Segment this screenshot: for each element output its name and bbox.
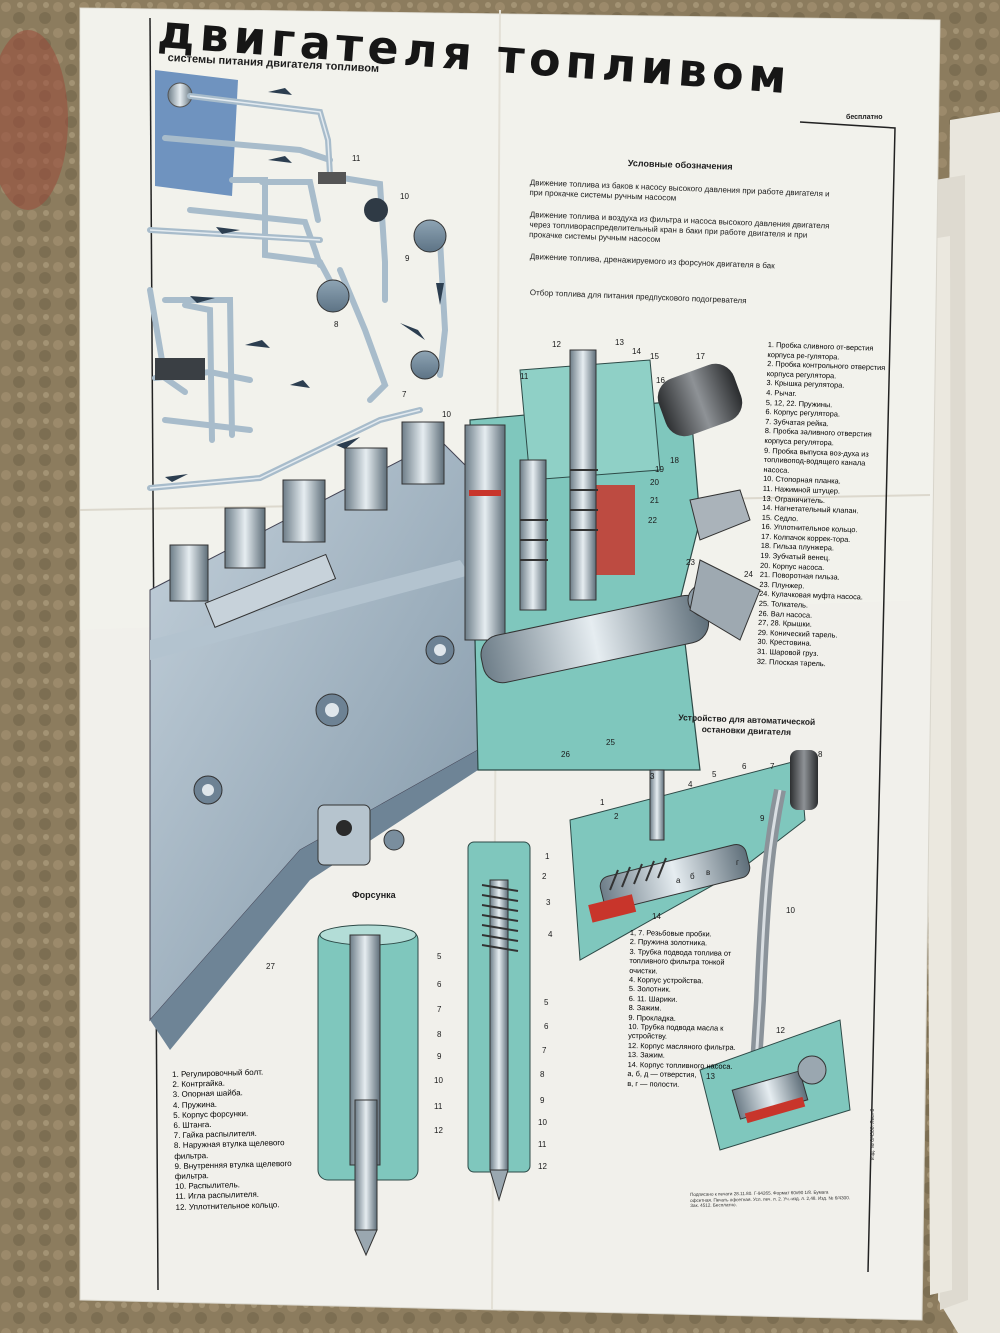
callout-label: 2 [614,812,619,821]
nozzle-parts-list: 1. Регулировочный болт. 2. Контргайка. 3… [172,1067,306,1213]
callout-label: б [690,872,695,881]
price-badge: бесплатно [846,114,883,121]
callout-label: 27 [266,962,275,971]
stop-device-parts-list: 1, 7. Резьбовые пробки. 2. Пружина золот… [627,928,740,1090]
callout-label: 12 [776,1026,785,1035]
callout-label: 12 [552,340,561,349]
callout-label: 13 [706,1072,715,1081]
callout-label: 10 [786,906,795,915]
callout-label: 11 [520,372,529,381]
callout-label: г [736,858,739,867]
parts-item: 9. Пробка выпуска воз-духа из топливопод… [763,445,869,475]
nozzle-title: Форсунка [352,890,396,900]
callout-label: 6 [742,762,747,771]
pump-illustration [149,349,761,1050]
print-imprint: Подписано к печати 28.11.80. Г-94265. Фо… [690,1189,851,1209]
callout-label: 26 [561,750,570,759]
callout-label: 12 [538,1162,547,1171]
callout-label: 10 [538,1118,547,1127]
stop-device-illustration [569,750,851,1151]
nozzle-illustration [317,841,531,1257]
callout-label: 4 [548,930,553,939]
callout-label: 20 [650,478,659,487]
callout-label: 15 [650,352,659,361]
callout-label: 11 [434,1102,443,1111]
callout-label: 3 [650,772,655,781]
callout-label: 2 [542,872,547,881]
callout-label: 5 [437,952,442,961]
callout-label: 7 [542,1046,547,1055]
callout-label: 10 [400,192,409,201]
callout-label: 1 [600,798,605,807]
callout-label: 14 [652,912,661,921]
callout-label: 6 [437,980,442,989]
callout-label: 7 [402,390,407,399]
callout-label: 7 [437,1005,442,1014]
callout-label: 16 [656,376,665,385]
callout-label: а [676,876,681,885]
callout-label: 10 [434,1076,443,1085]
callout-label: 25 [606,738,615,747]
fuel-system-diagram [147,70,449,491]
parts-item: в, г — полости. [627,1078,680,1089]
callout-label: 11 [352,154,361,163]
callout-label: 8 [334,320,339,329]
callout-label: 8 [540,1070,545,1079]
parts-item: 3. Трубка подвода топлива от топливного … [629,946,732,976]
callout-label: 9 [540,1096,545,1105]
callout-label: 3 [546,898,551,907]
callout-label: 5 [544,998,549,1007]
callout-label: 14 [632,347,641,356]
callout-label: 17 [696,352,705,361]
callout-label: 8 [818,750,823,759]
parts-item: 10. Трубка подвода масла к устройству. [628,1022,724,1042]
callout-label: 6 [544,1022,549,1031]
callout-label: 22 [648,516,657,525]
callout-label: 9 [760,814,765,823]
callout-label: 8 [437,1030,442,1039]
callout-label: 5 [712,770,717,779]
callout-label: 21 [650,496,659,505]
edition-code: Изд. № 6/4300. Лист 3 [870,1108,876,1160]
pump-parts-list: 1. Пробка сливного от-верстия корпуса ре… [757,340,888,670]
callout-label: 13 [615,338,624,347]
callout-label: 1 [545,852,550,861]
callout-label: 19 [655,465,664,474]
callout-label: 11 [538,1140,547,1149]
callout-label: в [706,868,711,877]
callout-label: 9 [437,1052,442,1061]
callout-label: 7 [770,762,775,771]
callout-label: 4 [688,780,693,789]
callout-label: 24 [744,570,753,579]
callout-label: 23 [686,558,695,567]
callout-label: 10 [442,410,451,419]
callout-label: 9 [405,254,410,263]
callout-label: 18 [670,456,679,465]
callout-label: 12 [434,1126,443,1135]
